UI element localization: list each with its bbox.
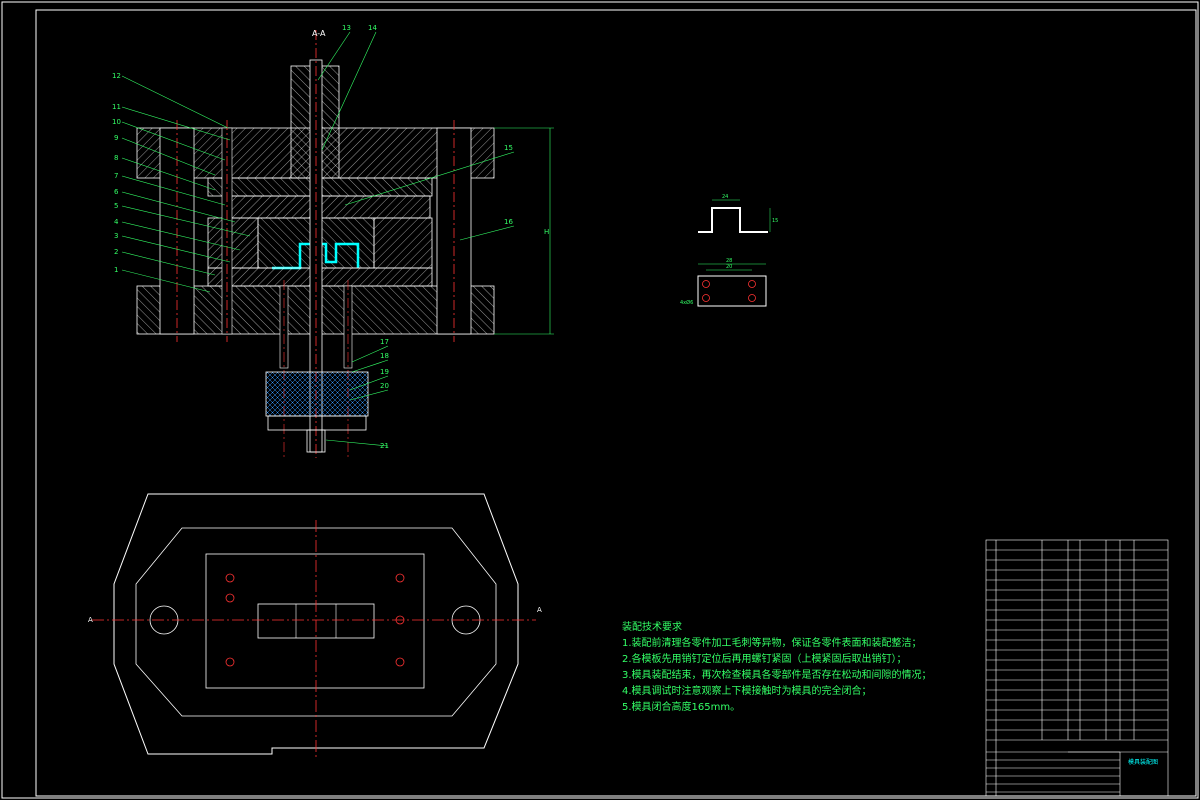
balloon-7: 7 (114, 172, 118, 180)
balloon-3: 3 (114, 232, 118, 240)
nut (306, 429, 326, 453)
balloon-6: 6 (114, 188, 119, 196)
balloon-9: 9 (114, 134, 118, 142)
formed-part (272, 242, 360, 270)
note-item: 3.模具装配结束，再次检查模具各零部件是否存在松动和间隙的情况； (622, 670, 932, 681)
part-hole-dia: 4xØ6 (680, 299, 693, 306)
plan-view: A A (88, 493, 542, 760)
balloon-labels: 1 2 3 4 5 6 7 8 9 10 11 12 13 14 15 16 1… (112, 24, 513, 450)
rubber-buffer (265, 371, 369, 417)
title-block: 模具装配图 (985, 539, 1169, 797)
part-hole-spacing: 20 (726, 264, 732, 270)
balloon-2: 2 (114, 248, 118, 256)
note-item: 5.模具闭合高度165mm。 (622, 702, 741, 713)
balloon-15: 15 (504, 144, 513, 152)
section-mark-right: A (537, 606, 542, 614)
balloon-4: 4 (114, 218, 119, 226)
inner-border (35, 9, 1197, 797)
side-block-right (373, 217, 433, 269)
notes-title: 装配技术要求 (622, 622, 682, 633)
part-top-width: 24 (722, 194, 728, 200)
side-block-left (207, 217, 259, 269)
balloon-17: 17 (380, 338, 389, 346)
balloon-12: 12 (112, 72, 121, 80)
balloon-14: 14 (368, 24, 377, 32)
balloon-16: 16 (504, 218, 513, 226)
part-side-view: 24 15 (698, 194, 778, 233)
balloon-10: 10 (112, 118, 121, 126)
balloon-18: 18 (380, 352, 389, 360)
note-item: 1.装配前清理各零件加工毛刺等异物，保证各零件表面和装配整洁； (622, 638, 922, 649)
height-dim: H (544, 228, 549, 236)
die-outline (113, 493, 519, 755)
balloon-13: 13 (342, 24, 351, 32)
balloon-20: 20 (380, 382, 389, 390)
note-item: 4.模具调试时注意观察上下模接触时为模具的完全闭合； (622, 686, 872, 697)
die-plate (205, 553, 425, 689)
balloon-8: 8 (114, 154, 118, 162)
balloon-5: 5 (114, 202, 118, 210)
punch-plate (227, 195, 431, 219)
part-plan-view: 28 20 4xØ6 (680, 258, 767, 307)
section-title: A-A (312, 29, 326, 38)
title-block-name: 模具装配图 (1128, 758, 1158, 766)
balloon-21: 21 (380, 442, 389, 450)
leader-lines (121, 31, 515, 447)
part-height: 15 (772, 218, 778, 224)
technical-notes: 装配技术要求 1.装配前清理各零件加工毛刺等异物，保证各零件表面和装配整洁； 2… (622, 620, 932, 716)
balloon-1: 1 (114, 266, 118, 274)
note-item: 2.各模板先用销钉定位后再用螺钉紧固（上模紧固后取出销钉）； (622, 654, 907, 665)
section-mark-left: A (88, 616, 93, 624)
part-hole-pitch: 28 (726, 258, 732, 264)
section-view: H A-A (136, 29, 554, 458)
balloon-11: 11 (112, 103, 121, 111)
balloon-19: 19 (380, 368, 389, 376)
